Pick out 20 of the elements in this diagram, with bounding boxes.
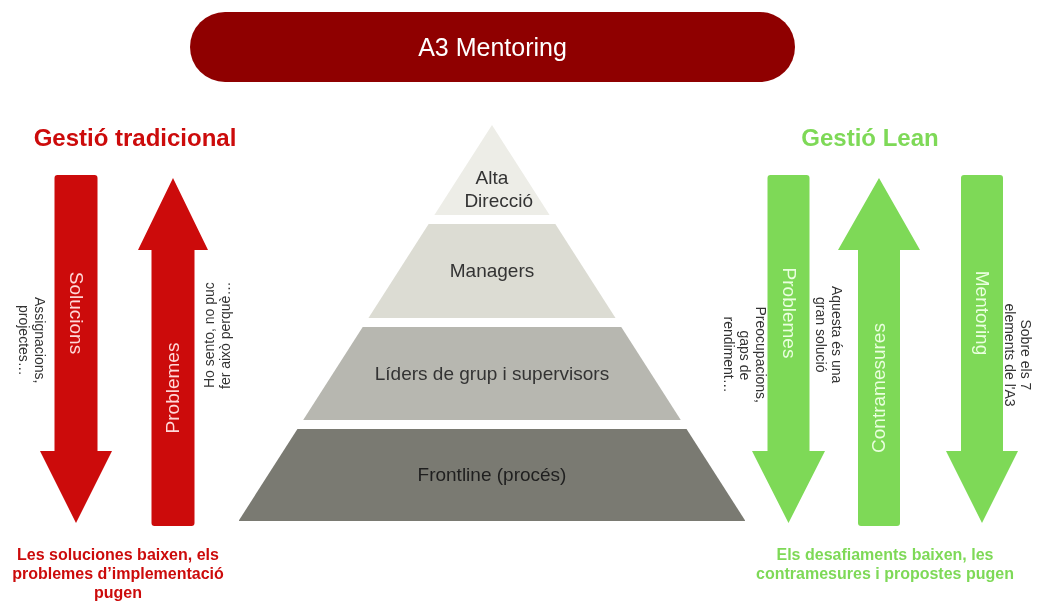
arrow-label: Problemes <box>162 342 184 434</box>
level-label: Alta Direcció <box>464 167 533 211</box>
side-note: Sobre els 7 elements de l'A3 <box>1001 302 1035 409</box>
section-heading: Gestió tradicional <box>32 124 238 152</box>
arrow-label: Mentoring <box>971 270 993 356</box>
title-banner: A3 Mentoring <box>190 12 795 82</box>
side-note: Preocupacions, gaps de rendiment… <box>720 305 770 406</box>
side-note: Assignacions, projectes… <box>15 295 49 386</box>
summary-note: Els desafiaments baixen, les contramesures i propostes pugen <box>755 545 1015 584</box>
side-note: Aquesta és una gran solució <box>812 285 846 386</box>
level-label: Managers <box>449 259 535 281</box>
level-label: Frontline (procés) <box>417 463 567 485</box>
arrow-label: Problemes <box>777 267 800 359</box>
side-note: Ho sento, no puc fer això perquè… <box>200 280 234 391</box>
down-arrow-shape <box>946 175 1018 523</box>
arrow-label: Solucions <box>65 271 87 355</box>
section-heading: Gestió Lean <box>800 124 940 152</box>
summary-note: Les soluciones baixen, els problemes d’implementació pugen <box>11 545 225 603</box>
arrow-label: Contramesures <box>868 323 890 453</box>
level-label: Líders de grup i supervisors <box>374 362 610 384</box>
